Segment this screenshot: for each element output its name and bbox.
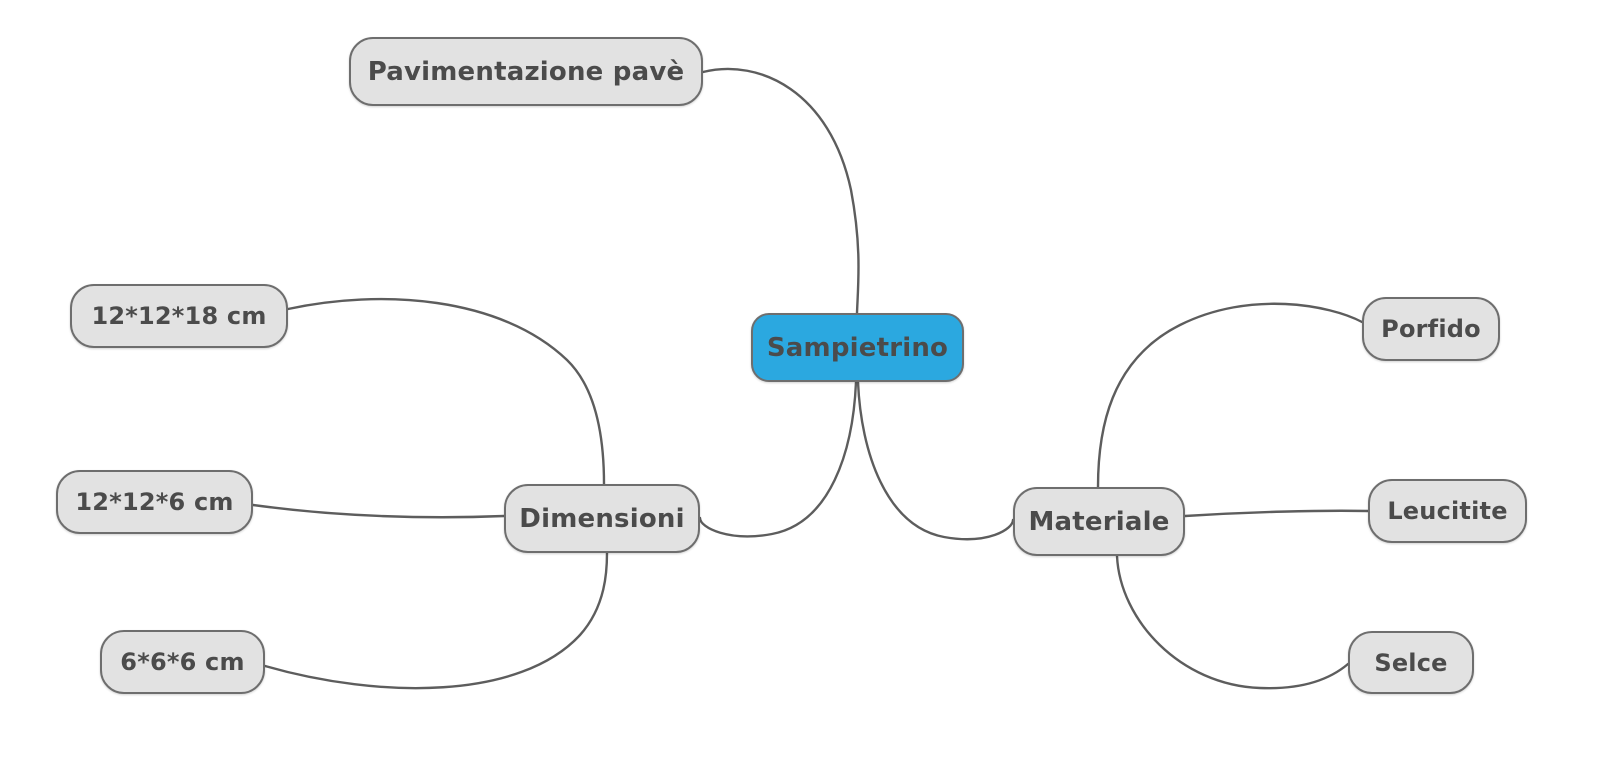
node-label-root: Sampietrino [766,332,949,363]
mindmap-node-mat-selce[interactable]: Selce [1348,631,1474,694]
node-label-mat-leucitite: Leucitite [1387,497,1508,525]
edge-materiale-to-mat-selce [1115,554,1350,690]
mindmap-node-dimensioni[interactable]: Dimensioni [504,484,700,553]
edge-root-to-dimensioni [698,380,858,538]
edge-pavimentazione-to-root [701,67,860,315]
mindmap-node-dim-12-12-6[interactable]: 12*12*6 cm [56,470,253,534]
node-label-mat-selce: Selce [1374,648,1448,677]
mindmap-node-dim-6-6-6[interactable]: 6*6*6 cm [100,630,265,694]
mindmap-node-mat-leucitite[interactable]: Leucitite [1368,479,1527,543]
mindmap-node-materiale[interactable]: Materiale [1013,487,1185,556]
edge-dim-12-12-18-to-dimensioni [286,297,606,486]
node-label-mat-porfido: Porfido [1381,315,1481,343]
node-label-dim-12-12-6: 12*12*6 cm [75,488,234,516]
mindmap-node-pavimentazione[interactable]: Pavimentazione pavè [349,37,703,106]
node-label-materiale: Materiale [1028,506,1170,537]
node-label-pavimentazione: Pavimentazione pavè [367,56,685,87]
edge-dim-6-6-6-to-dimensioni [263,551,609,690]
node-label-dimensioni: Dimensioni [519,503,685,534]
edge-materiale-to-mat-porfido [1096,302,1364,489]
mindmap-node-dim-12-12-18[interactable]: 12*12*18 cm [70,284,288,348]
edge-materiale-to-mat-leucitite [1183,509,1370,518]
edge-root-to-materiale [856,380,1015,541]
node-label-dim-6-6-6: 6*6*6 cm [120,648,245,676]
mindmap-node-root[interactable]: Sampietrino [751,313,964,382]
mindmap-node-mat-porfido[interactable]: Porfido [1362,297,1500,361]
node-label-dim-12-12-18: 12*12*18 cm [91,302,267,330]
edge-dim-12-12-6-to-dimensioni [251,503,506,519]
